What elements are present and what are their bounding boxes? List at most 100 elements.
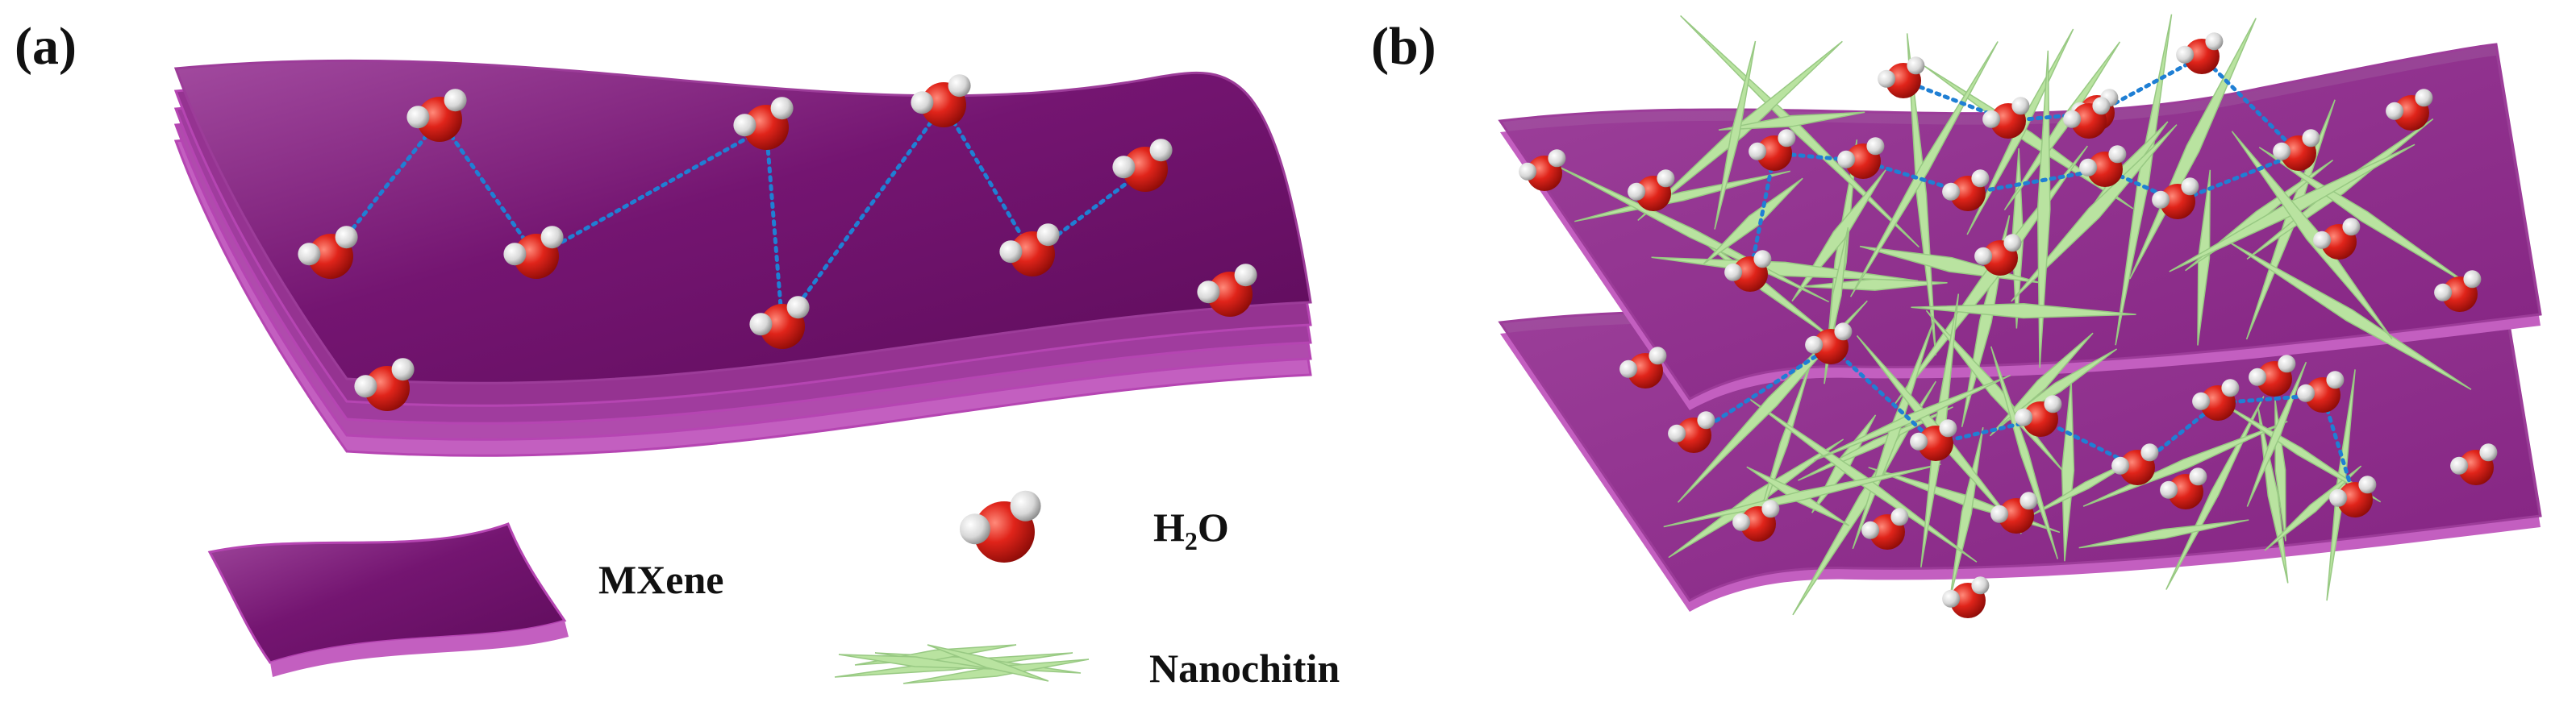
chitin-upper-33 xyxy=(1911,303,2136,319)
water-b-free-4-hydrogen-2 xyxy=(2450,456,2469,475)
water-b-upper-7-hydrogen-1 xyxy=(1778,129,1796,148)
legend-chitin-needle-5 xyxy=(927,644,1049,682)
water-b-lower-4-hydrogen-1 xyxy=(2221,379,2240,397)
chitin-upper-22 xyxy=(1825,227,1849,363)
water-b-upper-0-hydrogen-2 xyxy=(1878,69,1896,88)
water-b-lower-2-hydrogen-2 xyxy=(2015,408,2033,426)
water-b-upper-8 xyxy=(1837,137,1885,179)
water-b-free-6 xyxy=(2249,355,2296,397)
water-b-upper-13-hydrogen-1 xyxy=(1753,250,1772,268)
water-b-lower-6 xyxy=(2160,467,2207,509)
water-a-4 xyxy=(749,296,810,349)
water-a-1-hydrogen-1 xyxy=(444,89,467,112)
water-b-upper-8-hydrogen-1 xyxy=(1866,137,1885,156)
water-a-5-hydrogen-2 xyxy=(911,91,934,114)
chitin-upper-6 xyxy=(2115,14,2173,346)
chitin-lower-29 xyxy=(1990,346,2059,559)
water-a-8 xyxy=(1197,264,1257,317)
water-b-upper-5-hydrogen-1 xyxy=(2108,145,2127,164)
legend-mxene-flake-edge xyxy=(270,621,569,677)
water-b-free-2-hydrogen-2 xyxy=(2434,283,2453,301)
water-a-5-hydrogen-1 xyxy=(948,74,971,98)
mxene-sheet-top xyxy=(173,59,1312,384)
water-b-upper-12 xyxy=(1974,234,2022,276)
water-b-free-0-hydrogen-2 xyxy=(1519,162,1537,181)
water-b-lower-11 xyxy=(2329,476,2377,517)
water-b-upper-11-hydrogen-2 xyxy=(2152,190,2170,209)
water-a-7 xyxy=(1112,139,1173,192)
water-b-lower-4 xyxy=(2192,379,2240,421)
water-b-upper-1-hydrogen-2 xyxy=(1982,110,2001,128)
water-b-upper-11 xyxy=(2152,177,2199,219)
water-molecules xyxy=(298,32,2498,618)
water-a-2-hydrogen-1 xyxy=(540,226,564,249)
water-b-upper-1 xyxy=(1982,97,2030,139)
water-b-lower-11-hydrogen-2 xyxy=(2329,488,2348,507)
water-a-9-hydrogen-1 xyxy=(391,358,415,381)
water-a-4-hydrogen-1 xyxy=(786,296,810,319)
chitin-upper-35 xyxy=(2231,131,2393,339)
water-b-upper-4-hydrogen-2 xyxy=(2273,142,2291,160)
water-b-lower-8-hydrogen-2 xyxy=(1861,521,1880,539)
water-b-lower-0-hydrogen-1 xyxy=(1834,322,1853,341)
water-b-lower-5-hydrogen-1 xyxy=(2326,371,2345,389)
water-b-upper-10-hydrogen-2 xyxy=(2313,231,2332,249)
water-a-3 xyxy=(733,97,794,150)
water-b-free-1-hydrogen-1 xyxy=(2415,89,2433,107)
water-b-lower-1 xyxy=(1910,419,1957,461)
water-b-lower-7 xyxy=(1990,492,2038,534)
water-b-lower-9-hydrogen-1 xyxy=(1761,500,1780,518)
panel-b-label: (b) xyxy=(1371,17,1436,76)
chitin-upper-12 xyxy=(2246,118,2434,260)
water-b-lower-5 xyxy=(2297,371,2345,413)
chitin-lower-7 xyxy=(1949,426,1984,599)
chitin-upper-30 xyxy=(1714,40,1757,230)
water-b-upper-12-hydrogen-1 xyxy=(2003,234,2022,252)
water-b-upper-6-hydrogen-1 xyxy=(1971,169,1990,188)
water-b-lower-4-hydrogen-2 xyxy=(2192,392,2211,410)
water-b-free-4 xyxy=(2450,443,2498,485)
water-b-upper-0 xyxy=(1878,56,1925,98)
water-b-lower-1-hydrogen-1 xyxy=(1939,419,1957,438)
water-a-0-hydrogen-1 xyxy=(335,226,358,249)
chitin-upper-26 xyxy=(1718,111,1865,131)
water-b-lower-11-hydrogen-1 xyxy=(2358,476,2377,494)
chitin-upper-32 xyxy=(2036,50,2051,368)
water-a-6-hydrogen-1 xyxy=(1036,223,1060,247)
chitin-upper-4 xyxy=(1680,15,1919,248)
legend-water-subscript: 2 xyxy=(1184,526,1198,555)
chitin-upper-8 xyxy=(1906,33,1937,355)
water-a-8-hydrogen-1 xyxy=(1234,264,1257,287)
chitin-upper-25 xyxy=(1849,41,1999,297)
water-b-lower-10 xyxy=(1668,411,1715,453)
water-a-9 xyxy=(354,358,415,411)
water-a-3-hydrogen-1 xyxy=(770,97,794,120)
water-b-lower-10-hydrogen-2 xyxy=(1668,424,1686,443)
water-b-lower-3-hydrogen-1 xyxy=(2140,443,2159,462)
chitin-lower-15 xyxy=(2264,465,2362,551)
water-b-lower-9 xyxy=(1732,500,1780,542)
water-b-free-5 xyxy=(1942,576,1990,618)
legend-water-label: H2O xyxy=(1153,504,1229,556)
water-a-0-hydrogen-2 xyxy=(298,243,321,266)
legend-water-h: H xyxy=(1153,505,1185,550)
water-b-lower-6-hydrogen-2 xyxy=(2160,480,2178,499)
water-b-upper-7 xyxy=(1749,129,1796,171)
water-b-lower-0 xyxy=(1805,322,1853,364)
legend-water-molecule-hydrogen-2 xyxy=(959,513,990,545)
chitin-lower-27 xyxy=(1813,375,2011,462)
water-a-7-hydrogen-2 xyxy=(1112,156,1136,179)
water-b-lower-3 xyxy=(2111,443,2159,485)
water-b-lower-7-hydrogen-2 xyxy=(1990,505,2009,523)
hbond-chain-a xyxy=(328,101,1148,332)
water-a-9-hydrogen-2 xyxy=(354,375,377,398)
chitin-upper-15 xyxy=(2227,240,2472,390)
water-b-free-0-hydrogen-1 xyxy=(1548,149,1566,168)
mxene-sheets xyxy=(173,43,2542,677)
water-a-2 xyxy=(503,226,564,279)
water-b-free-2-hydrogen-1 xyxy=(2463,270,2482,289)
water-a-8-hydrogen-2 xyxy=(1197,280,1220,304)
chitin-lower-6 xyxy=(1792,380,1936,616)
water-a-4-hydrogen-2 xyxy=(749,313,773,336)
